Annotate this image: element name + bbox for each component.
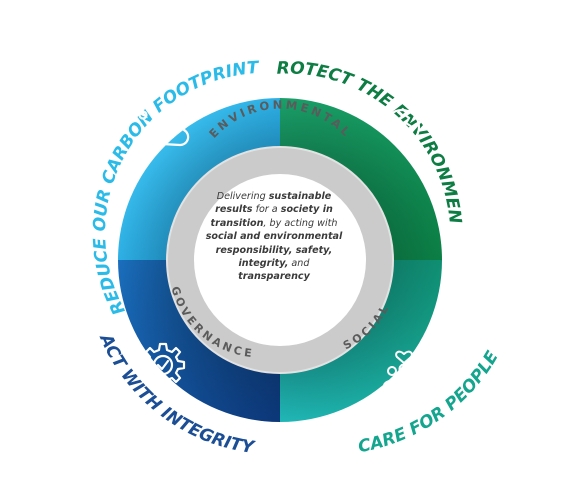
globe-icon [383, 108, 421, 146]
co2-cloud-icon: CO2 [132, 104, 190, 147]
center-mission-statement: Delivering sustainable results for a soc… [205, 191, 343, 283]
co2-label: CO2 [152, 130, 175, 141]
people-heart-icon [383, 350, 425, 387]
gear-check-icon [140, 342, 186, 388]
center-disc [194, 174, 366, 346]
